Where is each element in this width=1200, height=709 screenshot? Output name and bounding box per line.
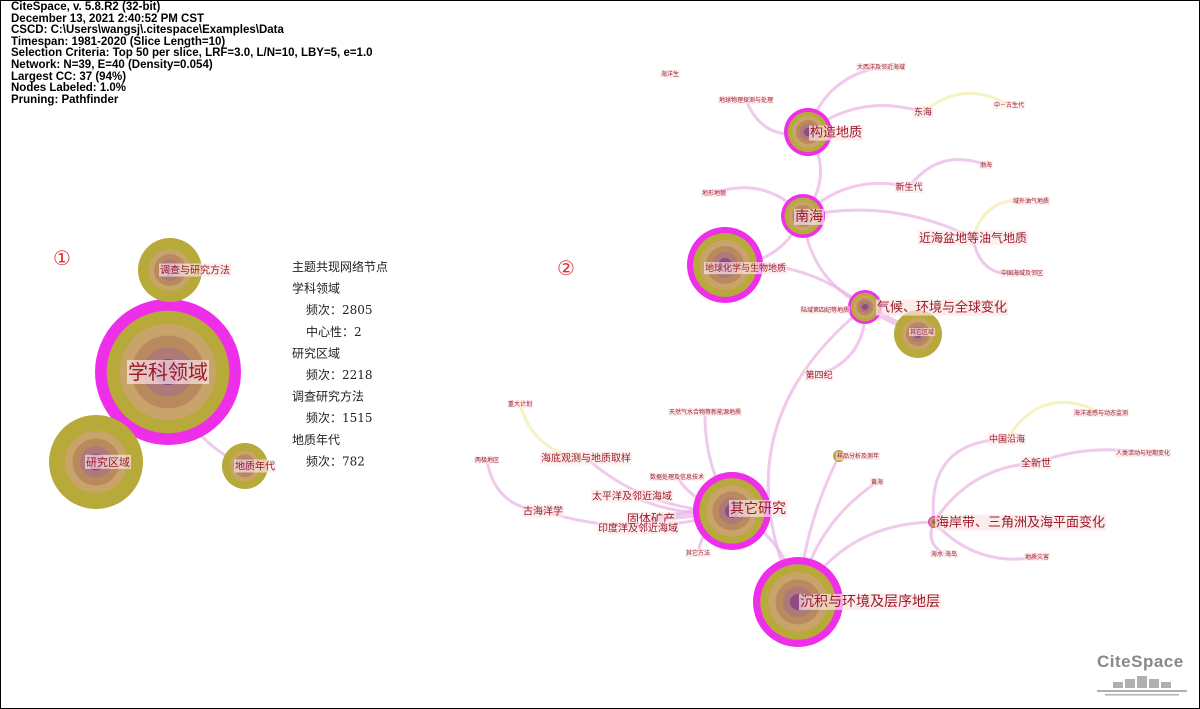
info-line: Selection Criteria: Top 50 per slice, LR… [11, 47, 373, 60]
node-label: 天然气水合物等新能源地质 [669, 408, 741, 416]
node-label: 域外油气地质 [1013, 197, 1049, 205]
node-label: 研究区域 [86, 455, 130, 469]
node-label: 海底观测与地质取样 [541, 452, 631, 465]
legend-line: 中心性：2 [306, 324, 362, 339]
node-label: 样品分析及测年 [837, 452, 879, 460]
network-node[interactable] [784, 108, 832, 156]
node-label: 陆域第四纪等地质 [801, 306, 849, 314]
legend-line: 频次：2805 [306, 303, 373, 317]
node-label: 构造地质 [810, 126, 862, 141]
network-edge [922, 91, 1010, 114]
info-line: Network: N=39, E=40 (Density=0.054) [11, 58, 213, 71]
node-label: 海岸带、三角洲及海平面变化 [936, 515, 1105, 531]
network-info-panel: CiteSpace, v. 5.8.R2 (32-bit) December 1… [11, 1, 373, 106]
node-label: 数据处理及信息技术 [650, 473, 704, 481]
node-label: 东海 [914, 106, 932, 118]
legend-line: 研究区域 [292, 345, 340, 360]
logo-skyline-icon [1097, 676, 1187, 696]
node-label: 人类活动与短期变化 [1116, 449, 1170, 457]
legend-line: 地质年代 [292, 433, 340, 447]
node-label: 气候、环境与全球变化 [877, 300, 1007, 316]
node-label: 重大计划 [508, 400, 532, 408]
node-label: 黄海 [871, 478, 883, 486]
node-label: 第四纪 [805, 369, 832, 381]
info-line: CSCD: C:\Users\wangsj\.citespace\Example… [11, 24, 284, 37]
legend-line: 频次：1515 [306, 411, 373, 425]
node-label: 海水 海岛 [931, 550, 957, 558]
node-label: 沉积与环境及层序地层 [800, 594, 940, 610]
node-label: 地质灾害 [1025, 553, 1049, 561]
network-node[interactable] [848, 290, 882, 324]
node-label: 印度洋及邻近海域 [598, 522, 678, 535]
network-edge [518, 403, 587, 460]
node-label: 地球化学与生物地质 [705, 262, 786, 274]
network-edge [485, 459, 544, 513]
network-edge [1005, 400, 1102, 440]
node-label: 全新世 [1021, 457, 1051, 470]
node-label: 古海洋学 [523, 505, 563, 518]
node-label: 地质年代 [235, 460, 275, 473]
node-label: 地形地貌 [702, 189, 726, 197]
info-line: Nodes Labeled: 1.0% [11, 82, 127, 95]
node-label: 地球物理探测与处理 [719, 96, 773, 104]
info-line: Pruning: Pathfinder [11, 93, 119, 106]
node-label: 调查与研究方法 [160, 264, 230, 277]
node-label: 中国沿海 [989, 433, 1025, 445]
citespace-logo-text: CiteSpace [1097, 652, 1184, 671]
node-label: 太平洋及邻近海域 [592, 490, 672, 503]
node-label: 学科领域 [128, 360, 208, 384]
node-label: 海洋遥感与动态监测 [1074, 409, 1128, 417]
network-edge [766, 305, 866, 603]
legend-line: 频次：782 [306, 454, 365, 468]
panel-1-marker: ① [53, 246, 71, 270]
info-line: December 13, 2021 2:40:52 PM CST [11, 12, 205, 25]
legend-line: 频次：2218 [306, 368, 373, 382]
node-label: 其它方法 [686, 549, 710, 557]
node-label: 近海盆地等油气地质 [919, 230, 1027, 245]
node-label: 南海 [795, 209, 823, 225]
network-edge [932, 461, 1037, 523]
node-label: 渤海 [980, 161, 992, 169]
node-label: 其它区域 [910, 328, 934, 336]
info-line: Timespan: 1981-2020 (Slice Length=10) [11, 35, 226, 48]
node-label: 中－古生代 [994, 101, 1024, 109]
legend-line: 主题共现网络节点 [292, 259, 388, 274]
network-edge [907, 157, 987, 188]
node-label: 大西洋及邻近海域 [857, 63, 905, 71]
node-label: 其它研究 [730, 500, 786, 517]
legend-line: 学科领域 [292, 281, 340, 296]
node-label: 海洋生 [661, 70, 679, 78]
node-label: 两极地区 [475, 456, 499, 464]
legend-line: 调查研究方法 [292, 389, 364, 404]
node-label: 新生代 [895, 181, 922, 193]
info-line: Largest CC: 37 (94%) [11, 70, 127, 83]
panel-2-marker: ② [557, 256, 575, 280]
citespace-logo: CiteSpace [1091, 652, 1191, 702]
info-line: CiteSpace, v. 5.8.R2 (32-bit) [11, 1, 161, 13]
node-label: 中国海域及邻区 [1001, 269, 1043, 277]
